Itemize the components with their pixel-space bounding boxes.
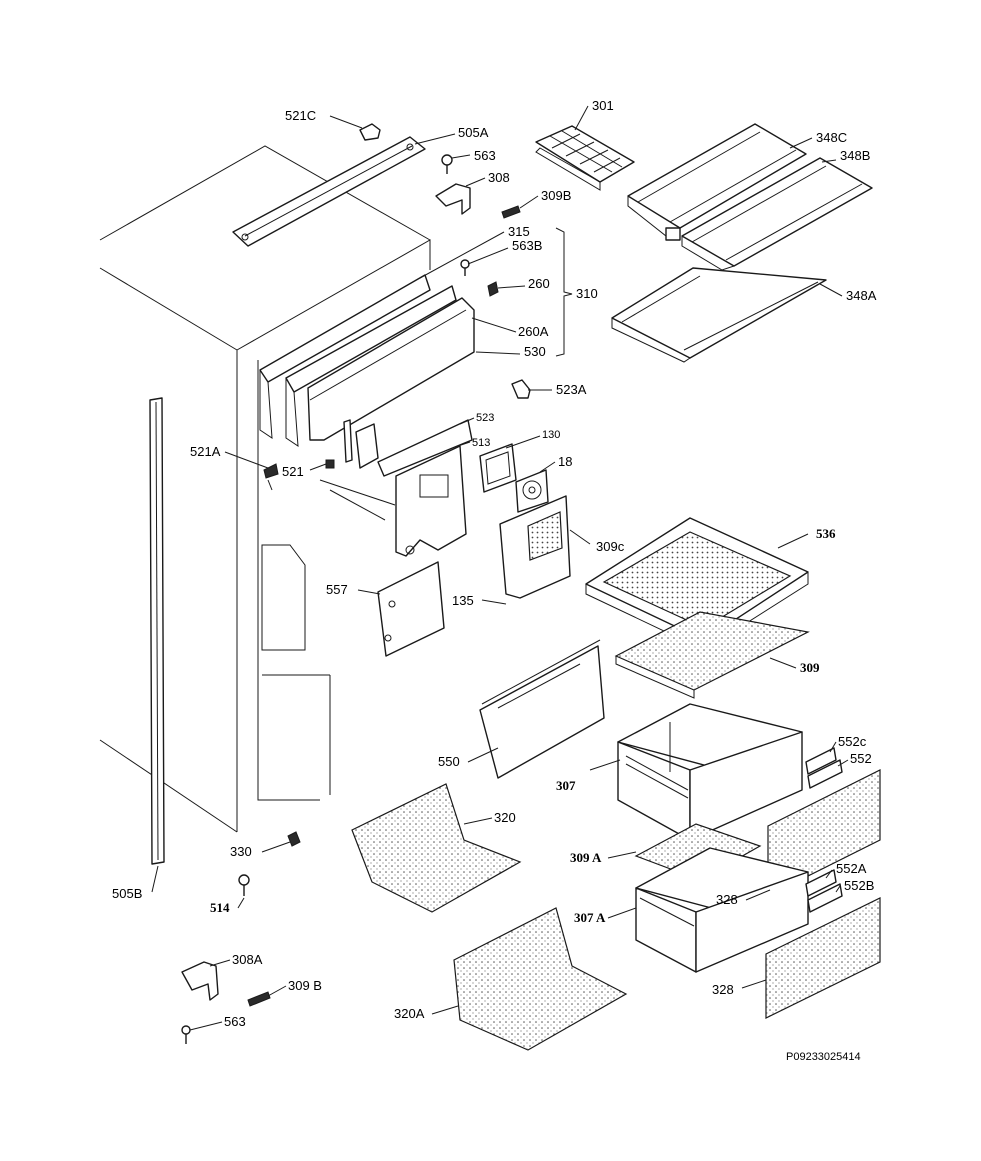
freezer-flap-assembly: [259, 274, 475, 469]
label-348b: 348B: [840, 148, 870, 163]
hinge-bracket-lower: [181, 961, 219, 1001]
label-320: 320: [494, 810, 516, 825]
label-308a: 308A: [232, 952, 263, 967]
small-parts-521: [263, 459, 335, 491]
filter-part: [479, 443, 517, 493]
label-320a: 320A: [394, 1006, 425, 1021]
screw-part-top: [441, 154, 453, 174]
label-260: 260: [528, 276, 550, 291]
label-307a: 307 A: [574, 910, 606, 925]
mesh-tray-320a: [453, 907, 628, 1051]
ice-tray: [535, 125, 635, 191]
diagram-code: P09233025414: [786, 1051, 861, 1063]
label-563-top: 563: [474, 148, 496, 163]
part-labels: 521C 505A 563 308 309B 301 348C 348B 348…: [112, 98, 877, 1063]
plate-part-top: [501, 205, 521, 219]
label-130: 130: [542, 429, 560, 441]
drawer-rails-lower: [805, 869, 843, 913]
label-505b: 505B: [112, 886, 142, 901]
label-309: 309: [800, 660, 820, 675]
label-309b: 309B: [541, 188, 571, 203]
screw-part-lower: [181, 1025, 191, 1044]
glass-shelf-middle: [681, 157, 873, 271]
label-18: 18: [558, 454, 572, 469]
label-328-lower: 328: [712, 982, 734, 997]
drawer-rails-upper: [805, 747, 843, 789]
glass-shelf-upper: [627, 123, 807, 241]
label-309b-lower: 309 B: [288, 978, 322, 993]
label-523: 523: [476, 412, 494, 424]
label-523a: 523A: [556, 382, 587, 397]
label-328-upper: 328: [716, 892, 738, 907]
label-557: 557: [326, 582, 348, 597]
label-307: 307: [556, 778, 576, 793]
label-505a: 505A: [458, 125, 489, 140]
small-parts-330-514: [238, 831, 301, 896]
label-330: 330: [230, 844, 252, 859]
label-563b: 563B: [512, 238, 542, 253]
control-housing: [377, 419, 473, 557]
label-513: 513: [472, 437, 490, 449]
label-552a: 552A: [836, 861, 867, 876]
label-563-lower: 563: [224, 1014, 246, 1029]
label-301: 301: [592, 98, 614, 113]
glass-plate-309: [614, 611, 810, 699]
label-521: 521: [282, 464, 304, 479]
hinge-bracket-top: [435, 183, 471, 215]
label-348a: 348A: [846, 288, 877, 303]
label-514: 514: [210, 900, 230, 915]
divider-panel: [479, 639, 605, 779]
top-rail: [232, 136, 426, 247]
label-309a: 309 A: [570, 850, 602, 865]
label-348c: 348C: [816, 130, 847, 145]
crisper-cover-shelf: [585, 517, 809, 651]
duct-cover: [499, 495, 571, 599]
label-521c: 521C: [285, 108, 316, 123]
panel-part-557: [377, 561, 445, 657]
door-seal-strip: [149, 397, 165, 865]
leader-lines: [151, 105, 849, 1031]
glass-shelf-lower: [611, 267, 827, 363]
label-552c: 552c: [838, 734, 867, 749]
plate-part-lower: [247, 991, 271, 1007]
label-552: 552: [850, 751, 872, 766]
cabinet-outline: [99, 145, 431, 833]
fan-part: [515, 469, 549, 513]
label-308: 308: [488, 170, 510, 185]
label-135: 135: [452, 593, 474, 608]
cap-part: [359, 123, 381, 141]
label-260a: 260A: [518, 324, 549, 339]
label-530: 530: [524, 344, 546, 359]
label-310: 310: [576, 286, 598, 301]
label-552b: 552B: [844, 878, 874, 893]
mesh-tray-320: [351, 783, 522, 913]
label-536: 536: [816, 526, 836, 541]
crisper-drawer-307a: [635, 847, 809, 973]
label-315: 315: [508, 224, 530, 239]
label-309c: 309c: [596, 539, 625, 554]
lamp-part: [511, 379, 531, 399]
crisper-drawer-307: [617, 703, 803, 841]
label-550: 550: [438, 754, 460, 769]
screw-part-563b: [460, 259, 470, 276]
label-521a: 521A: [190, 444, 221, 459]
clip-part: [487, 281, 499, 297]
drawer-front-lower: [765, 897, 881, 1019]
